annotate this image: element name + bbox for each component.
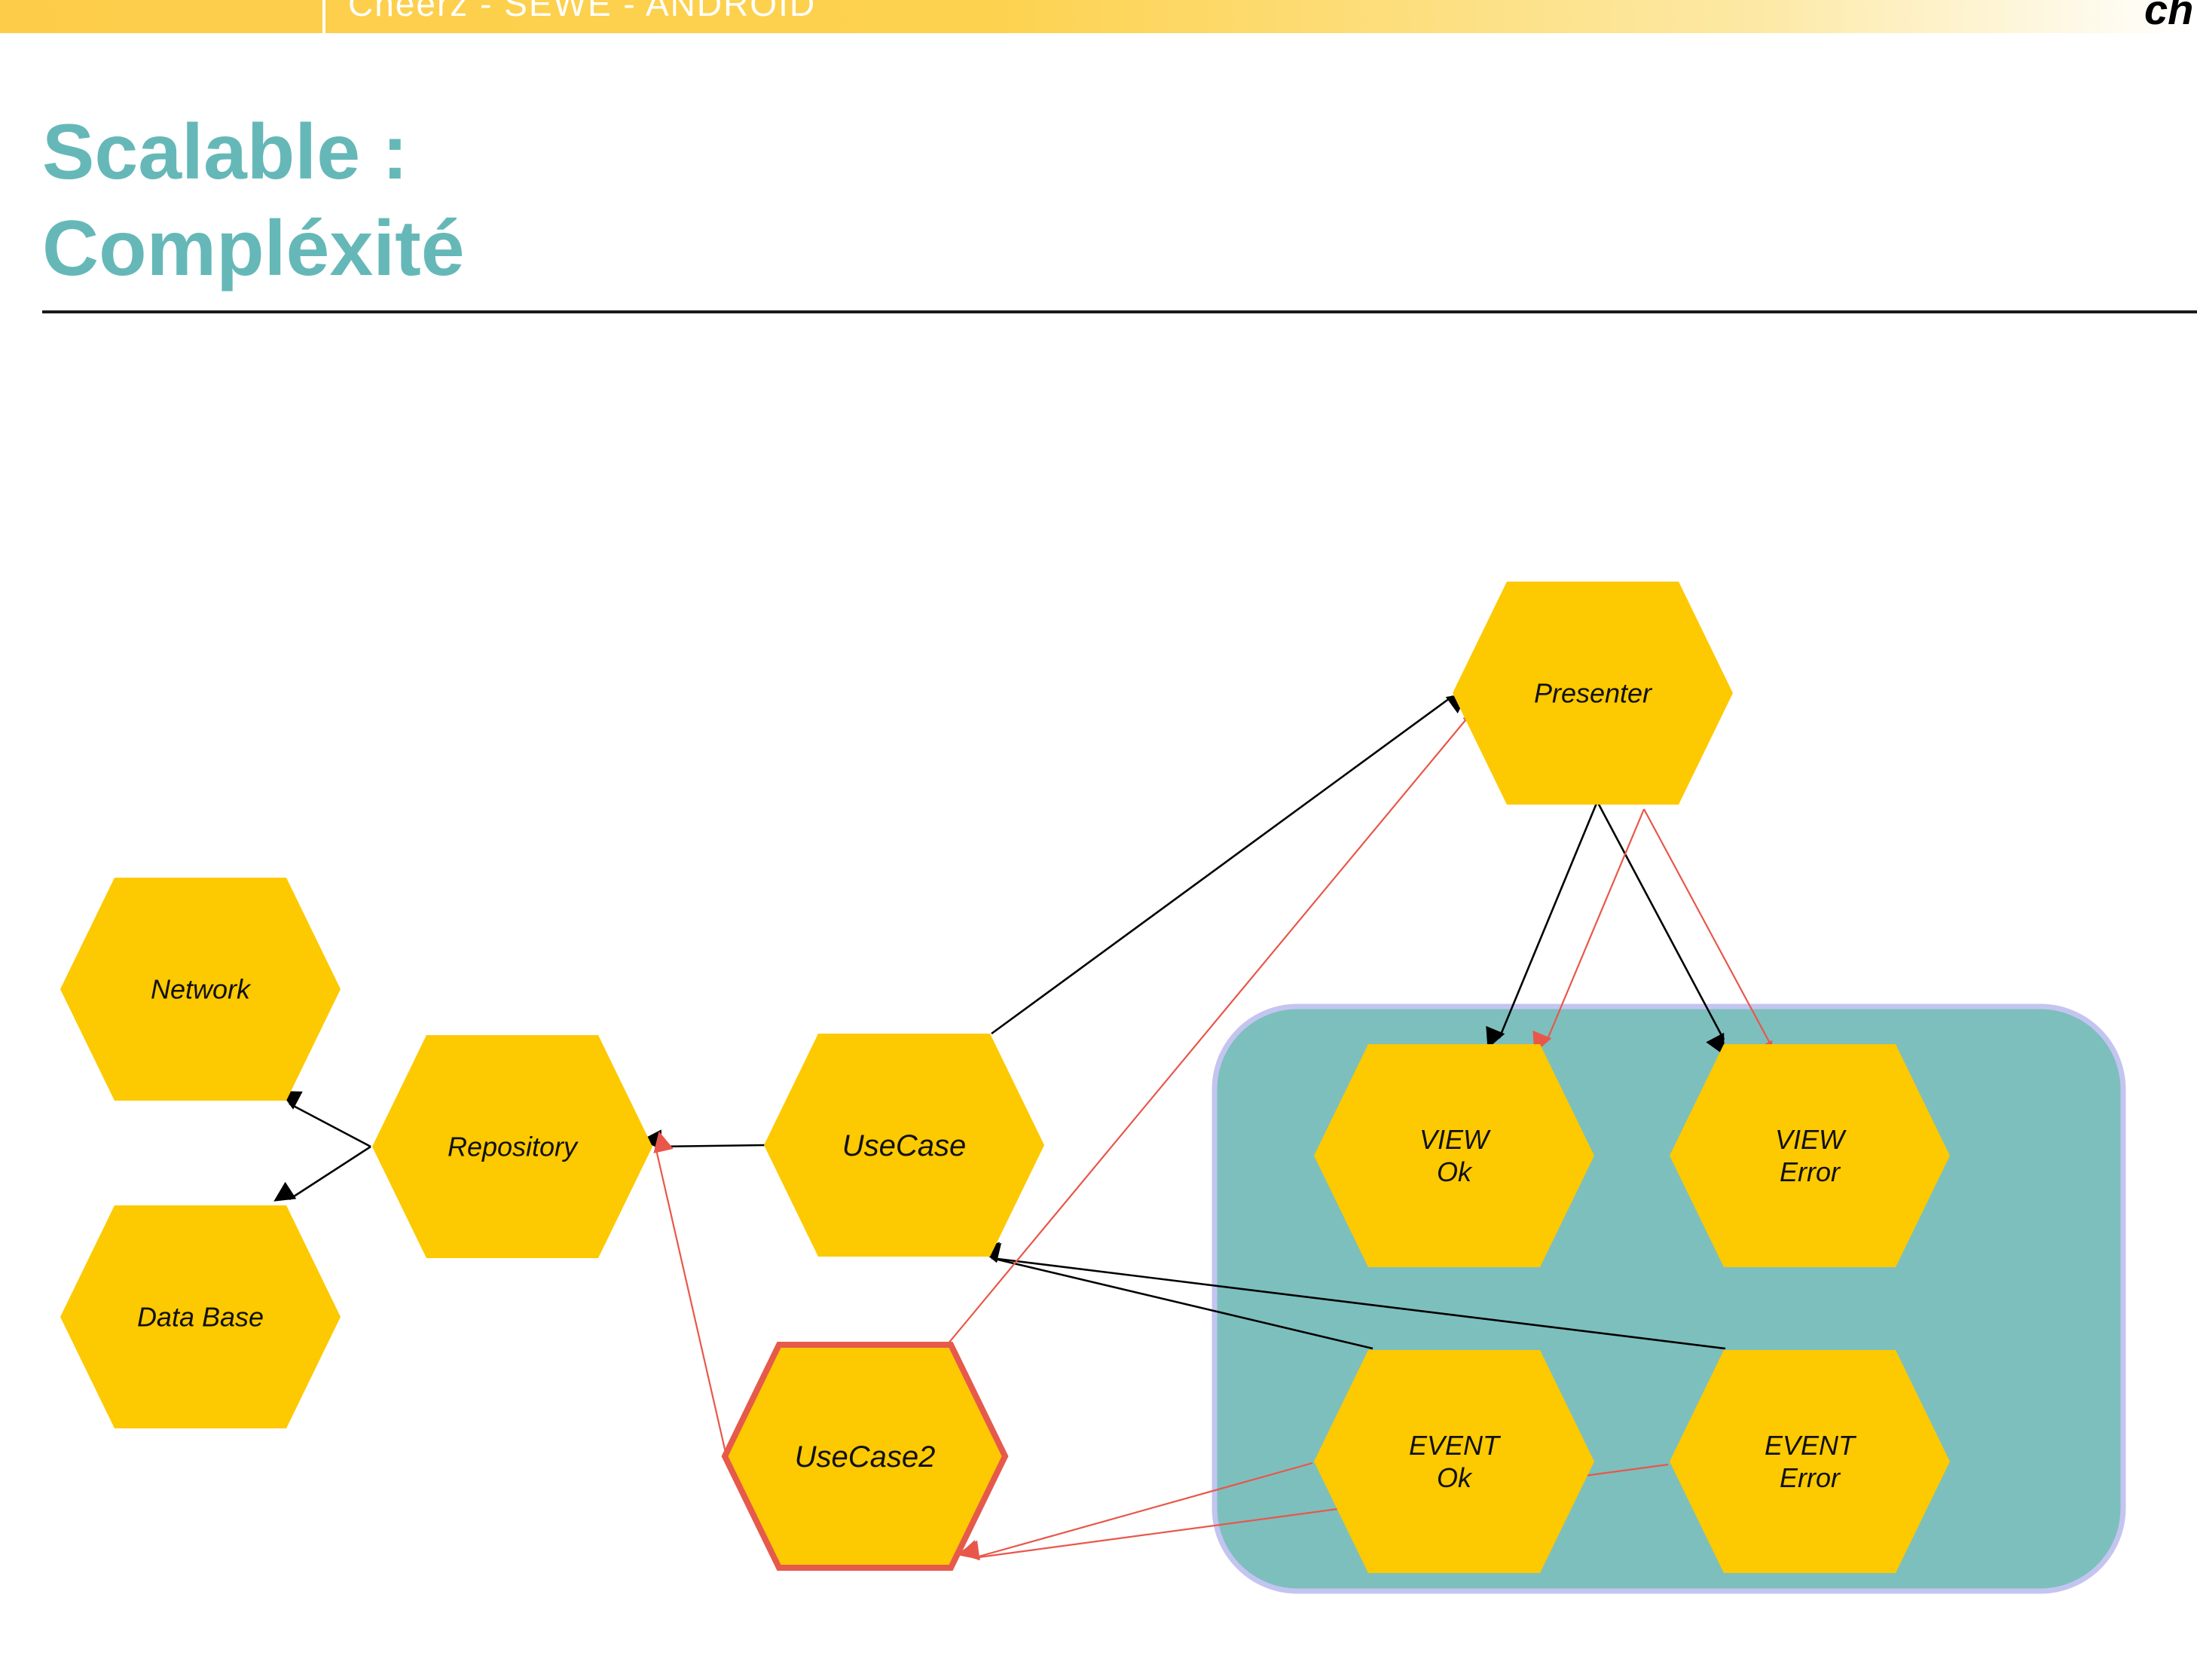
node-usecase2[interactable]: UseCase2 [721, 1342, 1009, 1571]
title-line-2: Compléxité [42, 205, 465, 292]
edge-event-ok-to-usecase [979, 1242, 1374, 1350]
node-usecase[interactable]: UseCase [764, 1034, 1044, 1257]
node-presenter[interactable]: Presenter [1453, 582, 1733, 805]
label-view-ok-1: VIEW [1419, 1124, 1491, 1155]
edge-usecase-to-presenter [991, 693, 1468, 1035]
title-line-1: Scalable : [42, 108, 408, 196]
node-repository[interactable]: Repository [372, 1035, 652, 1258]
label-event-error-2: Error [1780, 1462, 1841, 1493]
title-rule [42, 310, 2197, 313]
label-view-ok-2: Ok [1437, 1156, 1473, 1187]
label-view-error-2: Error [1780, 1156, 1841, 1187]
label-view-error-1: VIEW [1775, 1124, 1847, 1155]
edge-presenter-to-view-error [1596, 801, 1725, 1055]
node-network[interactable]: Network [60, 878, 341, 1101]
edge-presenter-to-view-ok-red [1532, 808, 1645, 1053]
edge-event-ok-to-usecase2-red [958, 1462, 1313, 1560]
edge-presenter-to-view-ok [1486, 801, 1599, 1049]
slide-title: Scalable : Compléxité [42, 104, 465, 297]
hexagon-database [60, 1205, 341, 1428]
label-event-error-1: EVENT [1765, 1430, 1857, 1461]
edge-repository-to-network [280, 1091, 371, 1148]
label-usecase2: UseCase2 [795, 1440, 936, 1474]
label-network: Network [151, 974, 252, 1005]
hexagon-repository [372, 1035, 652, 1258]
edge-usecase-to-repository [640, 1129, 766, 1150]
hexagon-view-error [1670, 1044, 1950, 1267]
edge-repository-to-database [273, 1145, 371, 1202]
edge-event-error-to-usecase [978, 1242, 1726, 1350]
hexagon-view-ok [1314, 1044, 1594, 1267]
brand-logo: ch [2144, 0, 2194, 33]
edge-presenter-to-view-error-red [1643, 808, 1774, 1063]
hexagon-usecase [764, 1034, 1044, 1257]
hexagon-network [60, 878, 341, 1101]
label-usecase: UseCase [842, 1129, 967, 1162]
hexagon-presenter [1453, 582, 1733, 805]
hexagon-event-ok [1314, 1350, 1594, 1573]
hexagon-usecase2 [721, 1342, 1009, 1571]
hexagon-event-error [1670, 1350, 1950, 1573]
header-breadcrumb: Cheerz - SEWE - ANDROID [348, 0, 817, 23]
label-event-ok-1: EVENT [1409, 1430, 1502, 1461]
edge-usecase2-to-presenter-red [947, 709, 1484, 1345]
header-band: Cheerz - SEWE - ANDROID ch [0, 0, 2197, 33]
node-database[interactable]: Data Base [60, 1205, 341, 1428]
edge-usecase2-to-repository-red [653, 1131, 727, 1453]
label-event-ok-2: Ok [1437, 1462, 1473, 1493]
label-presenter: Presenter [1534, 678, 1653, 709]
label-database: Data Base [137, 1302, 264, 1333]
header-divider [322, 0, 325, 33]
label-repository: Repository [448, 1132, 579, 1162]
